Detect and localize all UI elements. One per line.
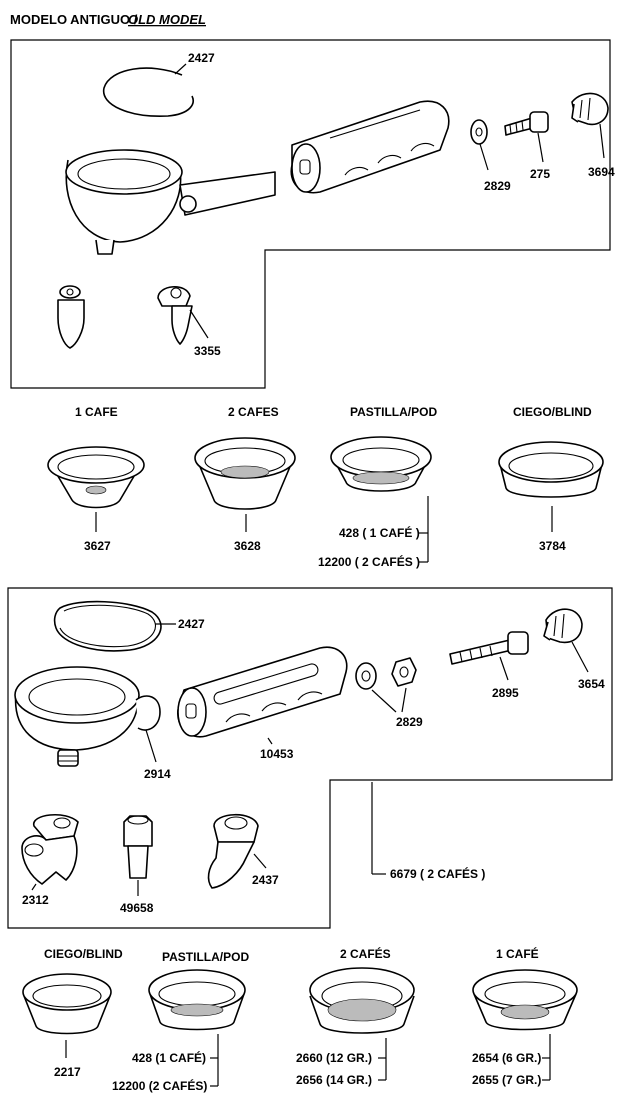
new-basket-blind-code: 2217	[54, 1065, 81, 1079]
old-handle	[290, 100, 450, 194]
new-basket-blind	[22, 973, 112, 1058]
label-new-knob: 3654	[578, 677, 605, 691]
new-basket-2-heading: PASTILLA/POD	[162, 950, 249, 964]
new-basket-pod-code-1: 428 (1 CAFÉ)	[132, 1050, 206, 1065]
label-spout-2437: 2437	[252, 873, 279, 887]
old-basket-2-cafes	[194, 437, 296, 532]
new-spout-2437	[207, 814, 267, 889]
old-basket-1-code: 3627	[84, 539, 111, 553]
new-basket-1-cafe-code-1: 2654 (6 GR.)	[472, 1051, 541, 1065]
new-handle	[177, 646, 348, 745]
new-basket-pod-code-2: 12200 (2 CAFÉS)	[112, 1078, 207, 1093]
old-model-frame	[10, 39, 611, 389]
old-basket-blind	[498, 441, 604, 532]
old-basket-pod-code-1: 428 ( 1 CAFÉ )	[339, 525, 420, 540]
new-basket-1-heading: CIEGO/BLIND	[44, 947, 123, 961]
old-basket-1-cafe	[47, 446, 145, 532]
label-spout-49658: 49658	[120, 901, 154, 915]
old-washer	[470, 119, 489, 171]
label-old-spout: 3355	[194, 344, 221, 358]
old-basket-2-heading: 2 CAFES	[228, 405, 279, 419]
new-portafilter-holder	[14, 666, 161, 767]
label-new-screw: 2895	[492, 686, 519, 700]
old-screw	[504, 111, 549, 163]
label-old-washer: 2829	[484, 179, 511, 193]
complete-assembly-pointer	[371, 782, 386, 875]
old-knob	[571, 92, 609, 159]
new-spout-2312	[21, 813, 79, 891]
new-screw	[449, 631, 529, 681]
old-basket-2-code: 3628	[234, 539, 261, 553]
old-gasket-ring	[102, 63, 194, 117]
label-old-screw: 275	[530, 167, 550, 181]
old-basket-blind-code: 3784	[539, 539, 566, 553]
new-basket-4-heading: 1 CAFÉ	[496, 946, 539, 961]
new-washers	[355, 657, 417, 713]
old-spout-left	[57, 285, 85, 349]
label-old-ring: 2427	[188, 51, 215, 65]
old-basket-1-heading: 1 CAFE	[75, 405, 118, 419]
title-italic: OLD MODEL	[128, 12, 206, 27]
label-spout-2312: 2312	[22, 893, 49, 907]
new-basket-2-cafes-code-1: 2660 (12 GR.)	[296, 1051, 372, 1065]
old-basket-pod	[330, 436, 432, 563]
new-basket-2-cafes	[309, 967, 415, 1081]
old-portafilter-holder	[65, 149, 276, 255]
new-knob	[543, 608, 589, 673]
new-spout-49658	[123, 815, 153, 896]
label-complete-assembly: 6679 ( 2 CAFÉS )	[390, 866, 485, 881]
new-gasket-ring	[53, 600, 176, 652]
old-basket-3-heading: PASTILLA/POD	[350, 405, 437, 419]
label-new-handle: 10453	[260, 747, 294, 761]
new-basket-3-heading: 2 CAFÉS	[340, 946, 391, 961]
old-basket-4-heading: CIEGO/BLIND	[513, 405, 592, 419]
title-main: MODELO ANTIGUO /	[10, 12, 138, 27]
old-spout-right	[157, 286, 209, 345]
label-new-washers: 2829	[396, 715, 423, 729]
new-model-frame	[7, 587, 613, 929]
new-basket-pod	[148, 969, 246, 1087]
label-new-holder: 2914	[144, 767, 171, 781]
label-old-knob: 3694	[588, 165, 615, 179]
old-basket-pod-code-2: 12200 ( 2 CAFÉS )	[318, 554, 420, 569]
new-basket-1-cafe	[472, 969, 578, 1081]
new-basket-1-cafe-code-2: 2655 (7 GR.)	[472, 1073, 541, 1087]
new-basket-2-cafes-code-2: 2656 (14 GR.)	[296, 1073, 372, 1087]
label-new-ring: 2427	[178, 617, 205, 631]
